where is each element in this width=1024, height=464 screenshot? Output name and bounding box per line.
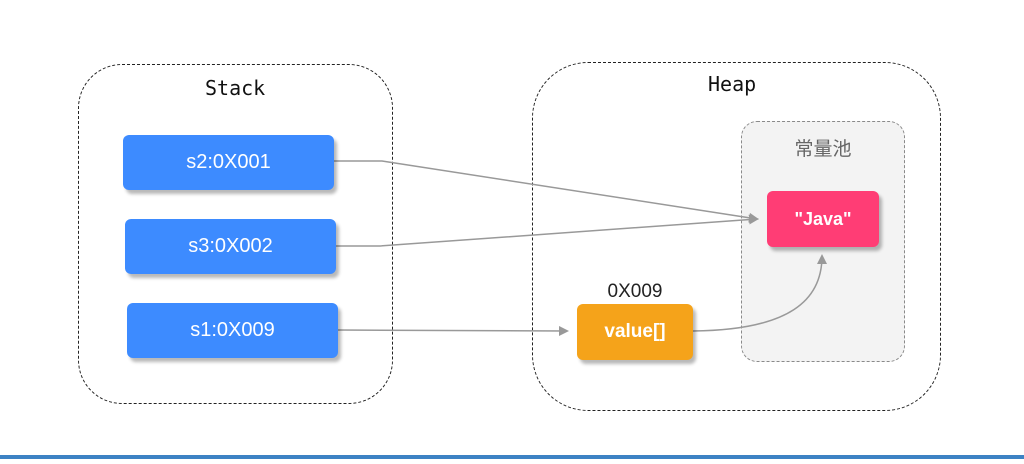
constant-pool-label: 常量池 [794, 138, 852, 160]
char-array-value[interactable]: value[] [577, 304, 693, 360]
stack-ref-s3[interactable]: s3:0X002 [125, 219, 336, 274]
stack-ref-s2[interactable]: s2:0X001 [123, 135, 334, 190]
edge-value-to-java [692, 254, 827, 332]
value-address-label: 0X009 [607, 281, 663, 302]
heap-label: Heap [708, 72, 757, 96]
edge-s3-to-java [336, 214, 759, 247]
bottom-divider [0, 455, 1024, 459]
string-literal-java[interactable]: "Java" [767, 191, 879, 247]
stack-label: Stack [205, 76, 266, 100]
stack-ref-s1[interactable]: s1:0X009 [127, 303, 338, 358]
edge-s1-to-value [337, 325, 569, 336]
heap-region [532, 62, 941, 411]
stack-region [78, 64, 393, 404]
edge-s2-to-java [334, 160, 759, 223]
